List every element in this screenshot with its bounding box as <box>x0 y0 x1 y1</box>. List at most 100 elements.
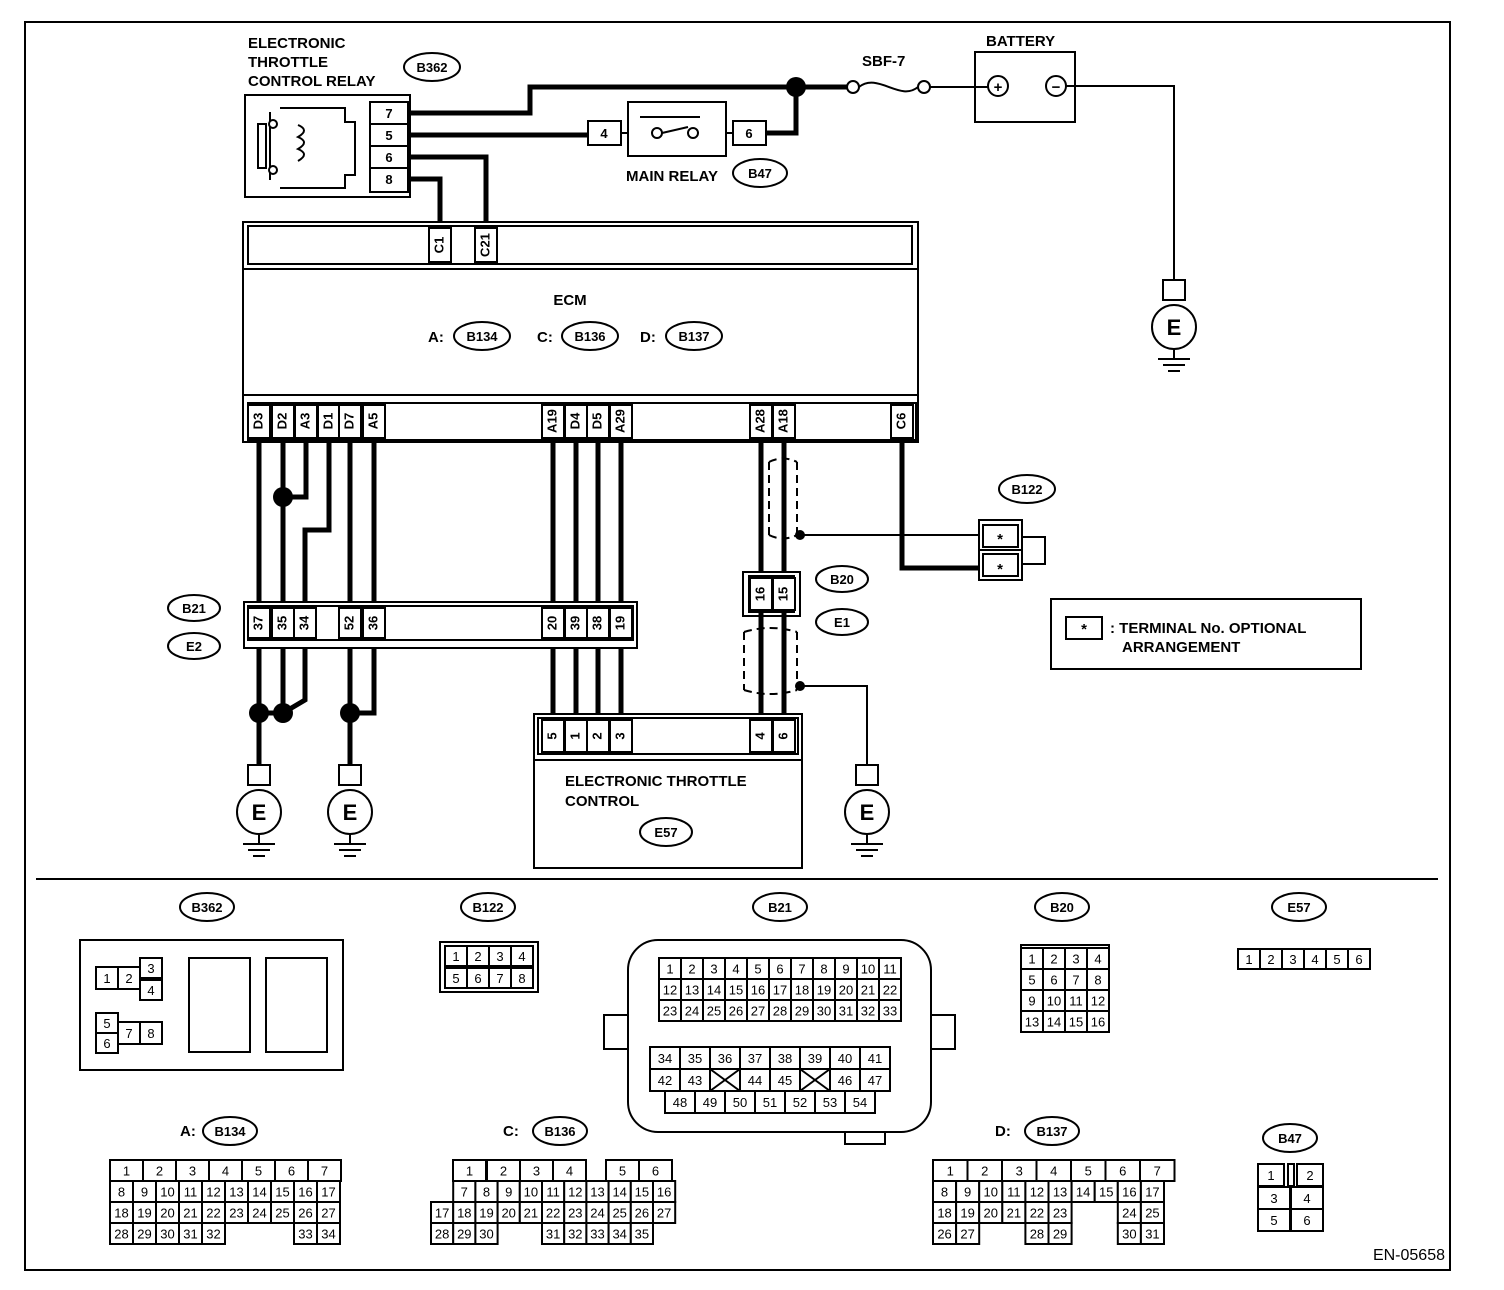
a134-view-cell: 20 <box>160 1206 174 1221</box>
ecm-bottom-pin-label: D2 <box>274 413 289 430</box>
b122-view-cell: 5 <box>452 971 459 986</box>
svg-text:E1: E1 <box>834 615 850 630</box>
b21-view-cell: 32 <box>861 1004 875 1019</box>
svg-text:B47: B47 <box>748 166 772 181</box>
etc-title-2: CONTROL <box>565 793 639 810</box>
b20-view-cell: 2 <box>1050 952 1057 967</box>
ecm-bottom-pin-label: D5 <box>589 413 604 430</box>
d137-view-cell: 13 <box>1053 1185 1067 1200</box>
svg-text:B137: B137 <box>678 329 709 344</box>
b20-view-cell: 7 <box>1072 973 1079 988</box>
d137-view-cell: 9 <box>964 1185 971 1200</box>
a134-view-cell: 23 <box>229 1206 243 1221</box>
ecm-bottom-pin-label: A28 <box>752 409 767 433</box>
etc-pin-cell <box>609 719 633 753</box>
b21-view-cell: 46 <box>838 1073 852 1088</box>
c136-view-cell: 12 <box>568 1185 582 1200</box>
svg-text:B136: B136 <box>544 1124 575 1139</box>
e57-view-cell: 2 <box>1267 952 1274 967</box>
ecm-bottom-pin-cell <box>362 404 386 439</box>
svg-text:B20: B20 <box>830 572 854 587</box>
b21-view-cell: 2 <box>688 962 695 977</box>
main-relay-pin-4: 4 <box>600 126 608 141</box>
b21-pin-label: 52 <box>341 616 356 630</box>
b20-pin-label: 16 <box>752 587 767 601</box>
b21-view-cell: 6 <box>776 962 783 977</box>
svg-text:E: E <box>1167 315 1182 340</box>
ecm-bottom-pin-label: D7 <box>341 413 356 430</box>
etc-pin-label: 5 <box>544 732 559 739</box>
b21-view-cell: 21 <box>861 983 875 998</box>
fuse-label: SBF-7 <box>862 53 905 70</box>
b21-view-cell: 51 <box>763 1095 777 1110</box>
b21-view-cell: 29 <box>795 1004 809 1019</box>
d137-view-cell: 19 <box>960 1206 974 1221</box>
c136-view-cell: 20 <box>501 1206 515 1221</box>
b21-view-cell: 9 <box>842 962 849 977</box>
d137-view-cell: 21 <box>1007 1206 1021 1221</box>
svg-text:E: E <box>252 800 267 825</box>
b21-view-cell: 54 <box>853 1095 867 1110</box>
b21-view-cell: 40 <box>838 1051 852 1066</box>
svg-text:E57: E57 <box>1287 900 1310 915</box>
battery-plus: + <box>994 79 1003 96</box>
a134-view-cell: 12 <box>206 1185 220 1200</box>
relay-pin-6: 6 <box>385 150 392 165</box>
a134-view-cell: 7 <box>321 1164 328 1179</box>
a134-view-cell: 1 <box>123 1164 130 1179</box>
etc-pin-label: 1 <box>567 732 582 739</box>
b21-view-cell: 19 <box>817 983 831 998</box>
svg-text:E: E <box>343 800 358 825</box>
b21-view-cell: 23 <box>663 1004 677 1019</box>
splice-ground-left-b <box>273 703 293 723</box>
a134-view-cell: 30 <box>160 1227 174 1242</box>
b47-view-cell: 6 <box>1303 1213 1310 1228</box>
d137-view-cell: 18 <box>937 1206 951 1221</box>
d137-view-cell: 26 <box>937 1227 951 1242</box>
b20-view-cell: 3 <box>1072 952 1079 967</box>
b21-view-cell: 34 <box>658 1051 672 1066</box>
b362-view-badge: B362 <box>179 892 235 922</box>
b362-view-cell: 7 <box>125 1026 132 1041</box>
a134-view-cell: 5 <box>255 1164 262 1179</box>
d137-view-cell: 5 <box>1085 1164 1092 1179</box>
b362-view-cell: 8 <box>147 1026 154 1041</box>
b21-view-cell: 14 <box>707 983 721 998</box>
b21-view-cell: 5 <box>754 962 761 977</box>
b21-view-cell: 4 <box>732 962 739 977</box>
a134-view-cell: 33 <box>298 1227 312 1242</box>
svg-text:B134: B134 <box>466 329 498 344</box>
a134-view-badge: B134 <box>202 1116 258 1146</box>
relay-title-2: THROTTLE <box>248 54 328 71</box>
b21-view-cell: 25 <box>707 1004 721 1019</box>
b21-pin-label: 34 <box>296 615 311 630</box>
a134-view-cell: 24 <box>252 1206 266 1221</box>
e57-view-cell: 1 <box>1245 952 1252 967</box>
c136-view-cell: 23 <box>568 1206 582 1221</box>
b21-view-cell: 13 <box>685 983 699 998</box>
c136-view-cell: 30 <box>479 1227 493 1242</box>
b21-pin-cell <box>293 607 317 639</box>
ecm-bottom-pin-cell <box>772 404 796 439</box>
b362-view-cell: 6 <box>103 1036 110 1051</box>
c136-view-cell: 11 <box>546 1185 560 1200</box>
svg-text:B21: B21 <box>182 601 206 616</box>
relay-title-3: CONTROL RELAY <box>248 73 376 90</box>
d137-view-cell: 25 <box>1145 1206 1159 1221</box>
b20-pin-cell <box>772 577 796 611</box>
a134-view-cell: 4 <box>222 1164 229 1179</box>
d137-view-cell: 31 <box>1145 1227 1159 1242</box>
b21-view-cell: 37 <box>748 1051 762 1066</box>
c136-view-cell: 18 <box>457 1206 471 1221</box>
c136-view-cell: 2 <box>500 1164 507 1179</box>
b21-view-cell: 49 <box>703 1095 717 1110</box>
b20-view-cell: 14 <box>1047 1015 1061 1030</box>
a134-view-cell: 25 <box>275 1206 289 1221</box>
d137-view-cell: 6 <box>1119 1164 1126 1179</box>
